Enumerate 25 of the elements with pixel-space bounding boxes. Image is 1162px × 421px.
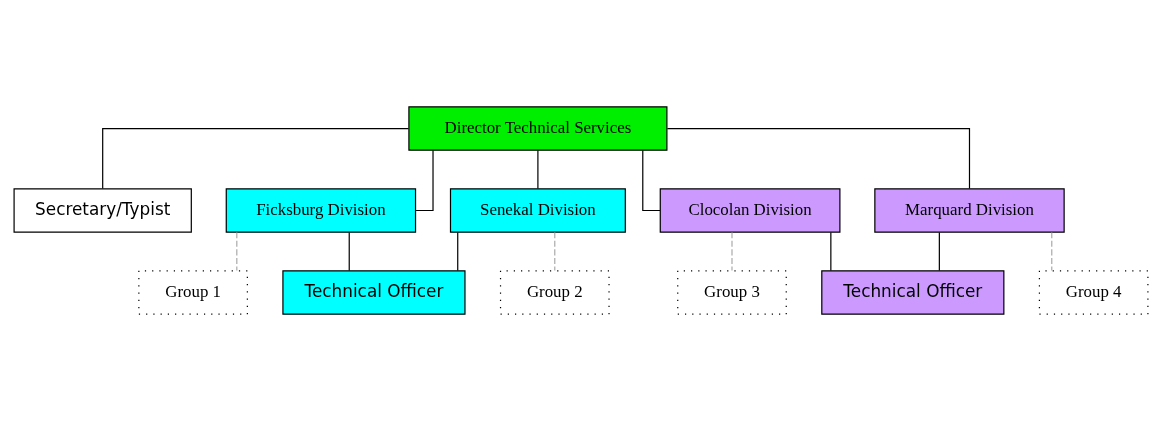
connector [642,149,661,212]
node-box: Group 2 [499,270,610,315]
node-box: Marquard Division [874,188,1065,233]
node-box: Technical Officer [282,270,466,315]
connector [537,149,539,190]
connector [348,231,350,272]
connector [666,127,971,190]
node-box: Clocolan Division [659,188,841,233]
connector [415,149,434,212]
node-box: Group 3 [677,270,787,315]
connector [236,231,238,272]
connector [830,231,832,272]
node-box: Technical Officer [821,270,1005,315]
node-box: Group 1 [138,270,248,315]
node-box: Group 4 [1038,270,1149,315]
node-box: Ficksburg Division [225,188,417,233]
node-box: Director Technical Services [408,106,668,151]
connector [938,231,940,272]
connector [102,127,410,190]
connector [554,231,556,272]
connector [731,231,733,272]
node-box: Senekal Division [449,188,626,233]
connector [457,231,459,272]
node-box: Secretary/Typist [13,188,192,233]
connector [1051,231,1053,272]
